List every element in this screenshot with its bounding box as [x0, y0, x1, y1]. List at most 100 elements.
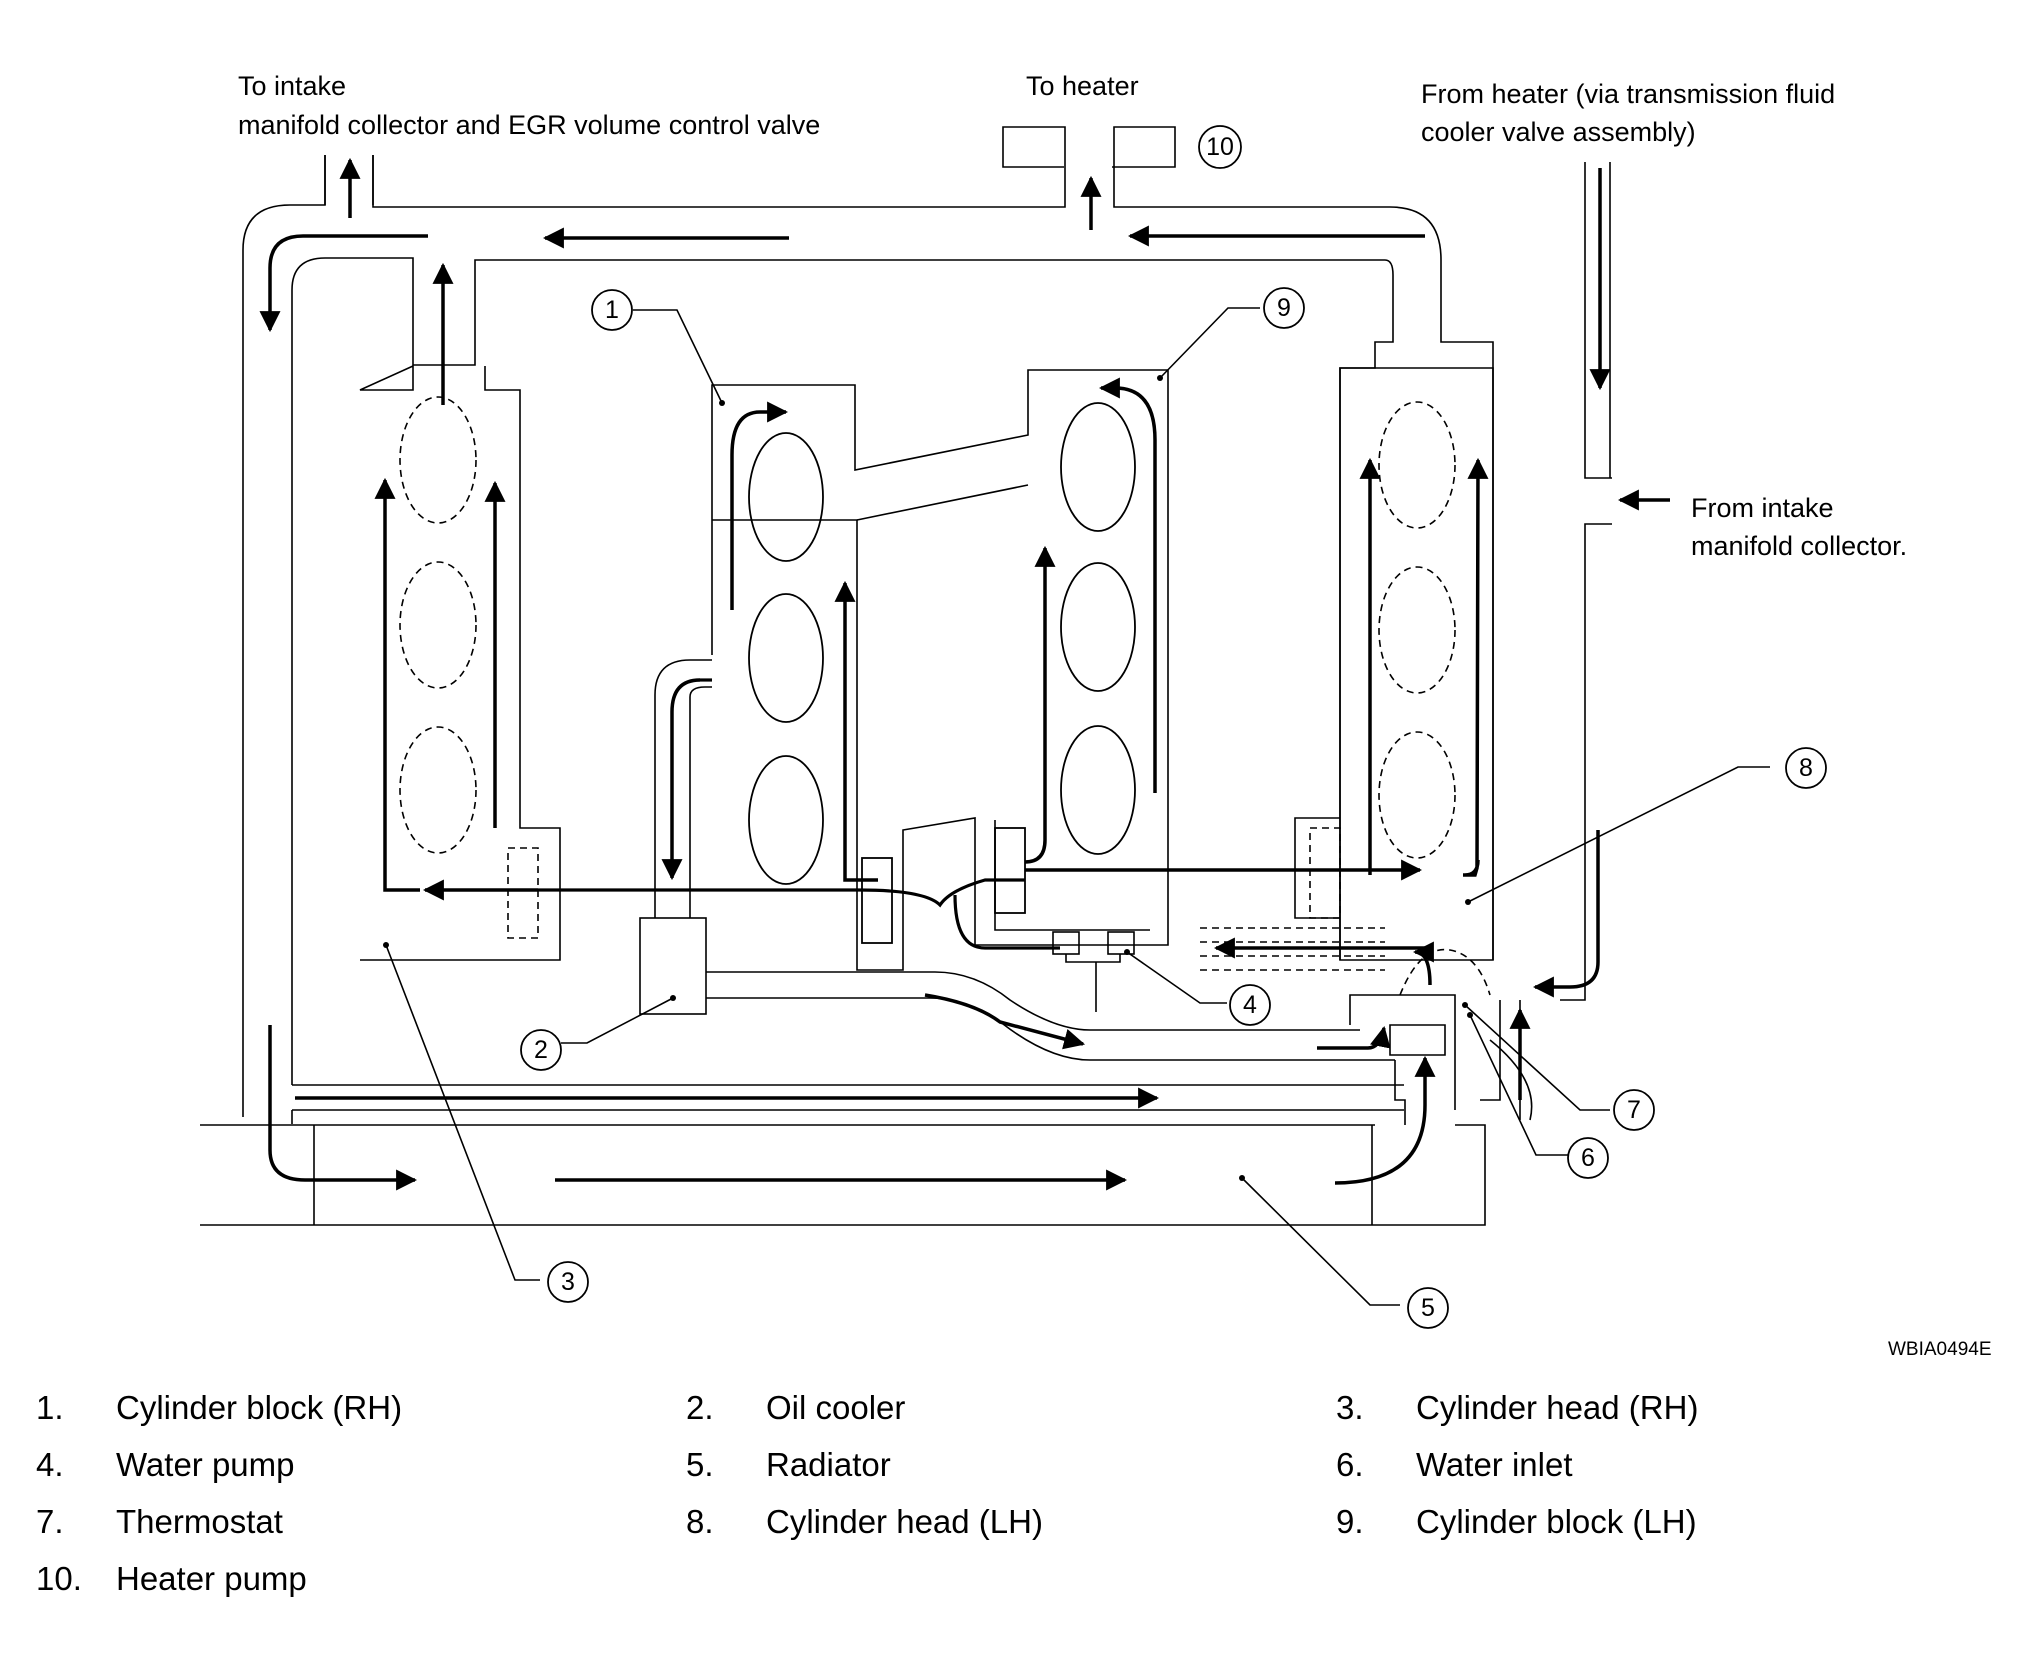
callout-leader-7	[1464, 1004, 1610, 1111]
flow-arrow	[268, 1025, 418, 1191]
legend-item: 6. Water inlet	[1336, 1445, 1986, 1485]
lower-hose-right	[1480, 1000, 1521, 1120]
cylinder-rh-block-2	[748, 593, 824, 723]
cylinder-block-lh-inner	[856, 484, 1029, 521]
water-pump-box-a	[1052, 931, 1080, 955]
legend-number: 10.	[36, 1560, 82, 1597]
water-pump-shaft	[1065, 954, 1121, 1012]
legend-text: Oil cooler	[766, 1389, 906, 1426]
legend-item: 9. Cylinder block (LH)	[1336, 1502, 1986, 1542]
callout-leader-1	[633, 309, 723, 404]
callout-3-number: 3	[561, 1268, 575, 1296]
flow-arrow	[730, 401, 789, 610]
callout-8-number: 8	[1799, 754, 1813, 782]
legend-text: Radiator	[766, 1446, 891, 1483]
callout-4-circle	[1229, 984, 1271, 1026]
cylinder-rh-head-3	[399, 726, 477, 854]
callout-leader-3	[385, 944, 540, 1281]
gasket-lh	[1309, 827, 1341, 919]
from-intake-label-line2: manifold collector.	[1691, 531, 1907, 561]
oil-cooler-pipe	[654, 659, 712, 918]
flow-arrow	[259, 234, 428, 333]
figure-code: WBIA0494E	[1888, 1339, 1992, 1360]
bypass-arc	[1489, 1039, 1533, 1121]
legend-text: Cylinder block (RH)	[116, 1389, 403, 1426]
water-inlet-pipe	[1394, 1060, 1406, 1125]
cylinder-lh-block-2	[1060, 562, 1136, 692]
callout-1-number: 1	[605, 296, 619, 324]
callout-leader-8	[1467, 766, 1770, 903]
legend-number: 8.	[686, 1503, 714, 1540]
flow-arrow	[374, 477, 420, 892]
callout-1-circle	[591, 289, 633, 331]
block-lh-gasket	[994, 827, 1026, 914]
callout-7-number: 7	[1627, 1096, 1641, 1124]
callout-leader-5	[1241, 1177, 1400, 1306]
legend-text: Cylinder head (RH)	[1416, 1389, 1699, 1426]
to-heater-label: To heater	[1026, 71, 1139, 101]
flow-line	[953, 894, 1060, 950]
legend-number: 9.	[1336, 1503, 1364, 1540]
legend-number: 6.	[1336, 1446, 1364, 1483]
legend-number: 3.	[1336, 1389, 1364, 1426]
callout-10-number: 10	[1206, 133, 1234, 161]
callout-2-circle	[520, 1029, 562, 1071]
callout-6-number: 6	[1581, 1144, 1595, 1172]
flow-arrow	[1098, 377, 1157, 793]
legend-item: 2. Oil cooler	[686, 1388, 1336, 1428]
legend: 1.Cylinder block (RH) 2. Oil cooler 3. Cyl…	[36, 1388, 2016, 1599]
cylinder-lh-head-3	[1378, 731, 1456, 859]
legend-item: 5. Radiator	[686, 1445, 1336, 1485]
flow-arrow	[924, 993, 1086, 1050]
from-heater-label-line1: From heater (via transmission fluid	[1421, 79, 1835, 109]
flow-arrow	[1317, 1025, 1391, 1050]
upper-hose-inner-outline	[291, 257, 1394, 1085]
cylinder-head-lh-flange	[1294, 817, 1340, 919]
cylinder-lh-block-1	[1060, 402, 1136, 532]
callout-5-number: 5	[1421, 1294, 1435, 1322]
lower-hose-outline	[291, 1084, 1404, 1124]
callout-2-number: 2	[534, 1036, 548, 1064]
legend-item: 8.Cylinder head (LH)	[686, 1502, 1336, 1542]
callout-leader-9	[1159, 307, 1260, 379]
cylinder-head-lh-outline	[1339, 367, 1494, 961]
cooling-circuit-diagram: 1 2 3 4 5 6 7 8 9 10 To intake manifold …	[200, 71, 1992, 1360]
legend-item: 1.Cylinder block (RH)	[36, 1388, 686, 1428]
flow-arrow	[1412, 941, 1434, 986]
radiator-outline	[200, 1124, 1486, 1226]
legend-number: 5.	[686, 1446, 714, 1483]
legend-item: 7.Thermostat	[36, 1502, 686, 1542]
callout-4-number: 4	[1243, 991, 1257, 1019]
legend-text: Cylinder block (LH)	[1416, 1503, 1697, 1540]
to-intake-label-line2: manifold collector and EGR volume contro…	[238, 110, 820, 140]
water-inlet-housing	[1349, 994, 1456, 1110]
block-rh-gasket	[861, 857, 893, 944]
callout-5-circle	[1407, 1287, 1449, 1329]
water-pump-box-b	[1107, 931, 1135, 955]
callout-8-circle	[1785, 747, 1827, 789]
callout-6-circle	[1567, 1137, 1609, 1179]
from-heater-label-line2: cooler valve assembly)	[1421, 117, 1696, 147]
legend-number: 2.	[686, 1389, 714, 1426]
flow-arrow	[661, 678, 701, 881]
from-intake-label-line1: From intake	[1691, 493, 1834, 523]
legend-grid: 1.Cylinder block (RH) 2. Oil cooler 3. Cyl…	[36, 1388, 2016, 1599]
cylinder-block-rh-outline	[711, 369, 1169, 971]
callout-leader-4	[1126, 951, 1227, 1004]
flow-arrow	[1024, 545, 1056, 864]
legend-item: 4.Water pump	[36, 1445, 686, 1485]
cylinder-lh-head-2	[1378, 566, 1456, 694]
flow-arrow	[1463, 457, 1489, 877]
callout-9-circle	[1263, 287, 1305, 329]
legend-text: Thermostat	[116, 1503, 283, 1540]
flow-line	[538, 878, 1025, 908]
cylinder-lh-head-1	[1378, 401, 1456, 529]
legend-item: 3. Cylinder head (RH)	[1336, 1388, 1986, 1428]
cylinder-head-rh-outline	[359, 364, 561, 961]
flow-arrow	[1334, 1055, 1436, 1185]
upper-hose-outline	[242, 126, 1494, 1117]
gasket-rh	[507, 847, 539, 939]
thermostat-dome	[1399, 948, 1491, 996]
legend-text: Water inlet	[1416, 1446, 1573, 1483]
oil-cooler-return-pipe	[706, 971, 1395, 1061]
